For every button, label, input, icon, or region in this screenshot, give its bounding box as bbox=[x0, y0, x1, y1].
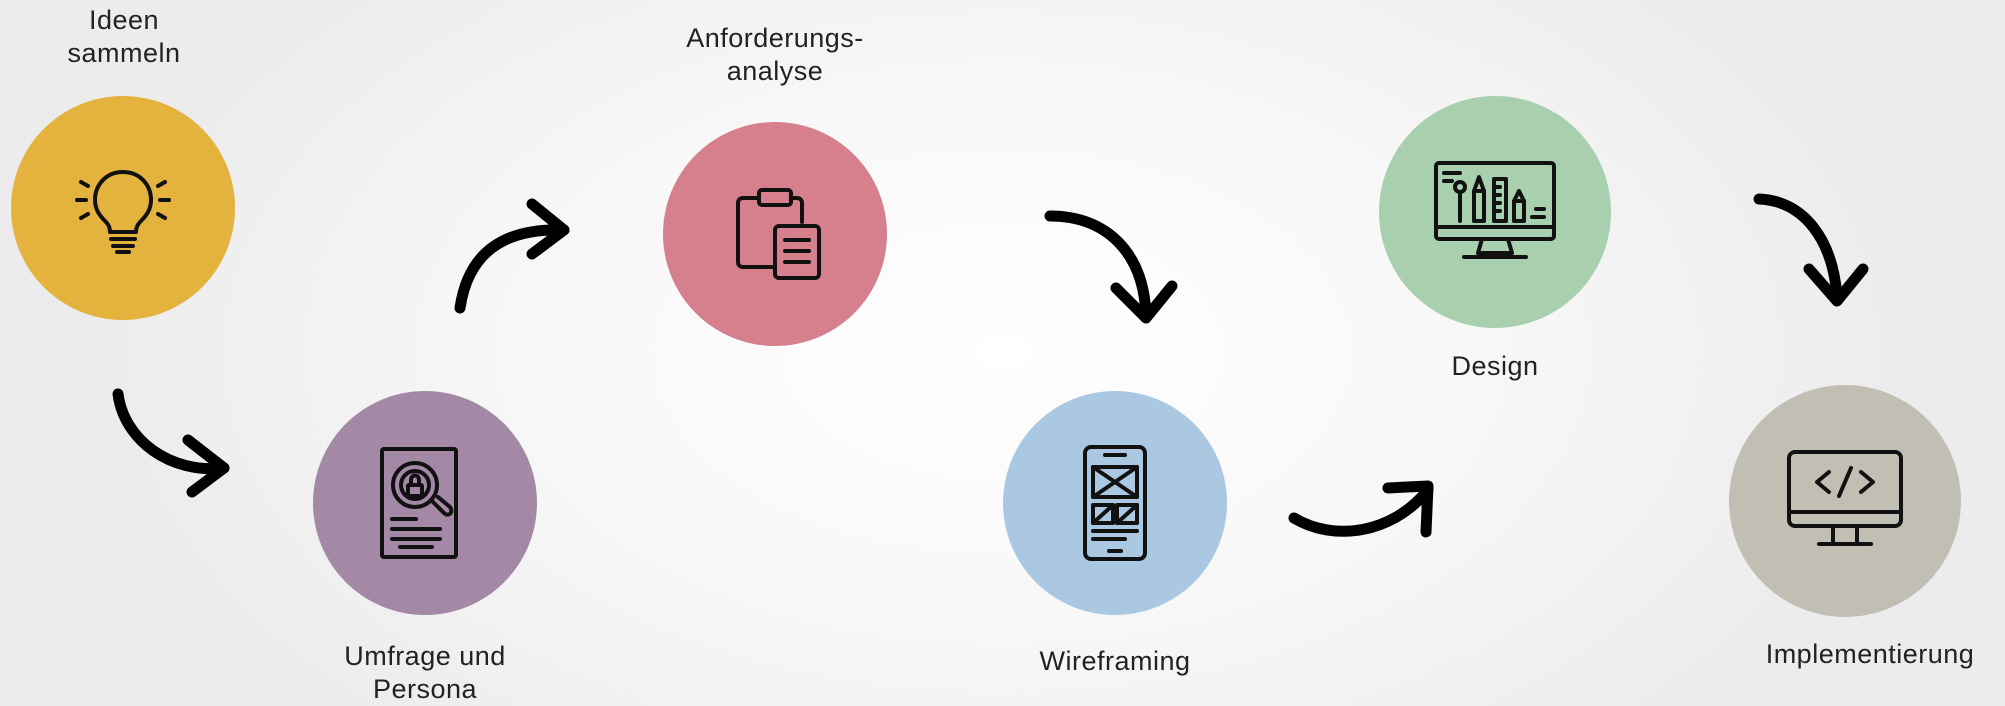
arrow-anforderung-to-wireframing bbox=[1044, 210, 1178, 324]
arrow-umfrage-to-anforderung bbox=[454, 198, 570, 314]
step-circle-ideen-sammeln bbox=[11, 96, 235, 320]
document-search-icon bbox=[380, 447, 458, 559]
step-label-anforderungsanalyse: Anforderungs- analyse bbox=[686, 23, 864, 86]
arrow-wireframing-to-design bbox=[1288, 480, 1434, 538]
step-label-implementierung: Implementierung bbox=[1765, 639, 1975, 669]
arrow-design-to-implementierung bbox=[1753, 193, 1869, 307]
step-label-ideen-sammeln: Ideen sammeln bbox=[67, 5, 181, 68]
step-label-design: Design bbox=[1451, 351, 1539, 381]
arrow-ideen-to-umfrage bbox=[112, 388, 230, 498]
step-circle-implementierung bbox=[1729, 385, 1961, 617]
step-label-umfrage-persona: Umfrage und Persona bbox=[344, 641, 506, 704]
step-circle-design bbox=[1379, 96, 1611, 328]
step-circle-wireframing bbox=[1003, 391, 1227, 615]
smartphone-wireframe-icon bbox=[1083, 445, 1147, 561]
step-circle-umfrage-persona bbox=[313, 391, 537, 615]
step-circle-anforderungsanalyse bbox=[663, 122, 887, 346]
monitor-code-icon bbox=[1787, 450, 1903, 546]
lightbulb-icon bbox=[75, 170, 171, 254]
clipboard-icon bbox=[736, 188, 821, 280]
step-label-wireframing: Wireframing bbox=[1039, 646, 1191, 676]
monitor-design-icon bbox=[1434, 161, 1556, 259]
